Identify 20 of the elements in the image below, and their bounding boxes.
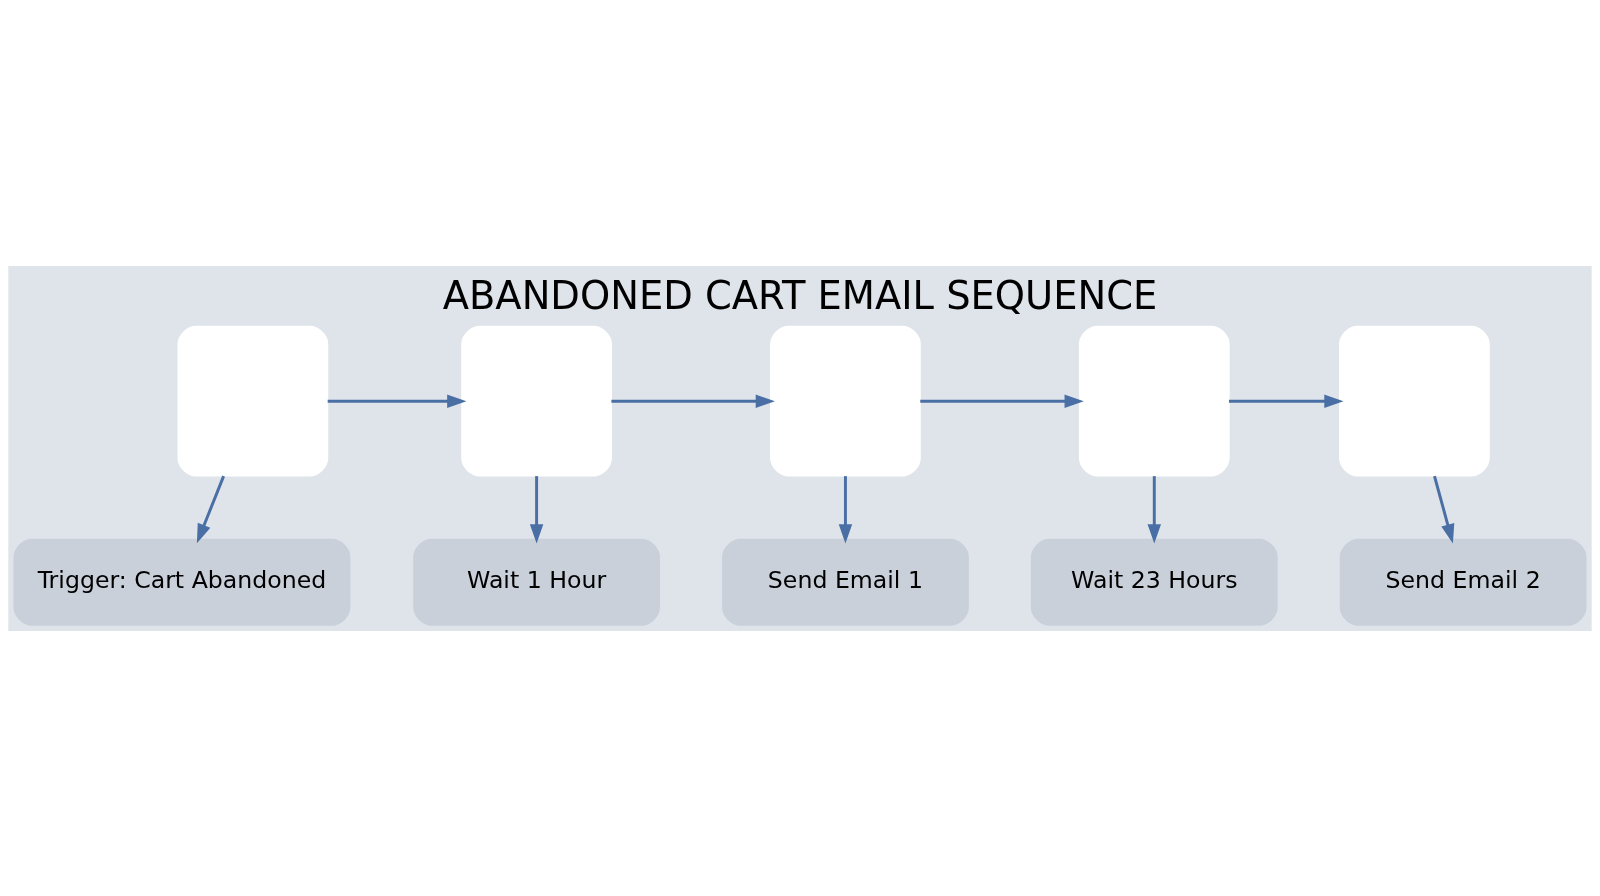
node-box <box>1078 325 1230 477</box>
diagram-title: ABANDONED CART EMAIL SEQUENCE <box>442 272 1158 318</box>
node-box: Wait 1 Hour <box>413 538 660 626</box>
node-box: Send Email 1 <box>722 538 969 626</box>
node-box <box>770 325 921 477</box>
arrow <box>529 475 544 544</box>
node-box <box>461 325 612 477</box>
arrow <box>838 475 853 544</box>
arrow <box>196 475 225 543</box>
node-box: Send Email 2 <box>1339 538 1587 626</box>
node-box <box>1339 325 1490 477</box>
arrow <box>611 393 775 408</box>
arrow <box>1433 475 1455 543</box>
arrow <box>920 393 1084 408</box>
node-box: Wait 23 Hours <box>1030 538 1278 626</box>
node-box <box>177 325 329 477</box>
arrow <box>1228 393 1344 408</box>
arrow <box>1147 475 1162 544</box>
arrow <box>327 393 467 408</box>
node-box: Trigger: Cart Abandoned <box>13 538 351 626</box>
